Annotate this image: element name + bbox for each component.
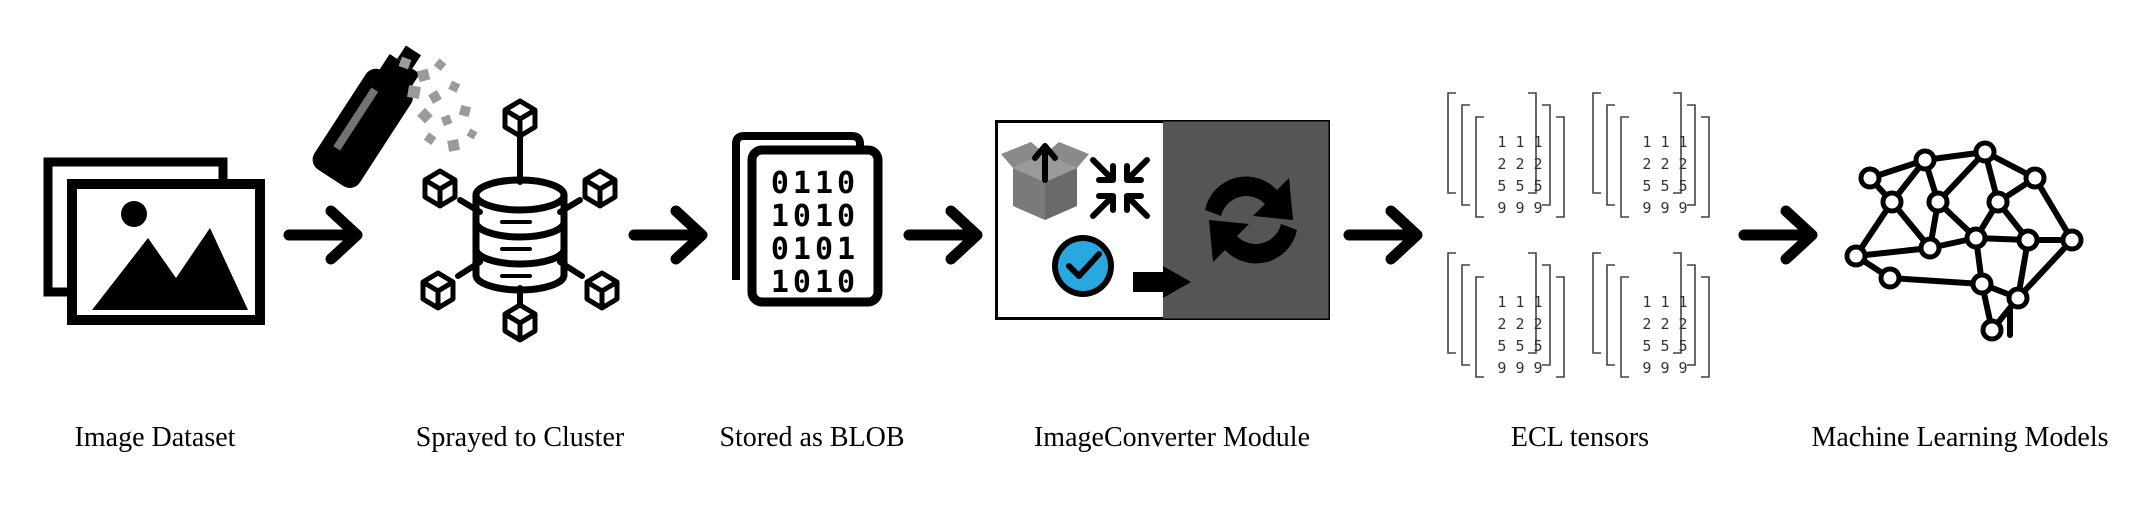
tensor-layer xyxy=(1606,264,1696,366)
tensor-layer xyxy=(1461,104,1551,206)
right-arrow-icon xyxy=(1738,205,1818,265)
tensor-layer xyxy=(1592,252,1682,354)
tensor-group: 1 1 1 2 2 2 5 5 5 9 9 9 xyxy=(1447,252,1565,378)
tensor-row: 5 5 5 xyxy=(1642,337,1687,355)
stage-label-sprayed-to-cluster: Sprayed to Cluster xyxy=(415,422,625,453)
tensor-layer xyxy=(1461,264,1551,366)
tensor-group: 1 1 1 2 2 2 5 5 5 9 9 9 xyxy=(1447,92,1565,218)
blob-row: 0101 xyxy=(771,232,859,267)
tensor-row: 1 1 1 xyxy=(1497,133,1542,151)
tensor-row: 2 2 2 xyxy=(1642,155,1687,173)
tensor-row: 1 1 1 xyxy=(1497,293,1542,311)
right-arrow-icon xyxy=(903,205,983,265)
tensor-row: 2 2 2 xyxy=(1497,315,1542,333)
tensor-row: 5 5 5 xyxy=(1497,337,1542,355)
tensor-row: 9 9 9 xyxy=(1642,199,1687,217)
tensor-layer xyxy=(1447,92,1537,194)
tensor-row: 1 1 1 xyxy=(1642,133,1687,151)
blob-row: 1010 xyxy=(771,199,859,234)
right-arrow-icon xyxy=(283,205,363,265)
stage-label-stored-as-blob: Stored as BLOB xyxy=(719,422,905,453)
tensor-group: 1 1 1 2 2 2 5 5 5 9 9 9 xyxy=(1592,252,1710,378)
tensor-row: 9 9 9 xyxy=(1497,359,1542,377)
tensor-row: 9 9 9 xyxy=(1642,359,1687,377)
binary-files-icon: 0110 1010 0101 1010 xyxy=(732,132,883,307)
tensor-row: 5 5 5 xyxy=(1642,177,1687,195)
right-arrow-icon xyxy=(628,205,708,265)
tensor-layer xyxy=(1475,116,1565,218)
image-stack-icon xyxy=(43,157,265,325)
tensor-layer xyxy=(1592,92,1682,194)
tensor-layer xyxy=(1620,276,1710,378)
tensor-row: 9 9 9 xyxy=(1497,199,1542,217)
tensor-layer xyxy=(1620,116,1710,218)
tensor-group: 1 1 1 2 2 2 5 5 5 9 9 9 xyxy=(1592,92,1710,218)
blob-row: 1010 xyxy=(771,265,859,300)
tensor-layer xyxy=(1606,104,1696,206)
tensor-row: 2 2 2 xyxy=(1497,155,1542,173)
stage-label-ecl-tensors: ECL tensors xyxy=(1510,422,1650,453)
stage-label-machine-learning-models: Machine Learning Models xyxy=(1811,422,2109,453)
neural-brain-icon xyxy=(1844,140,2084,342)
tensor-row: 2 2 2 xyxy=(1642,315,1687,333)
tensor-stack-icon: 1 1 1 2 2 2 5 5 5 9 9 9 1 1 1 2 2 2 5 5 5 9 9 9… xyxy=(1447,92,1710,378)
tensor-row: 5 5 5 xyxy=(1497,177,1542,195)
tensor-layer xyxy=(1447,252,1537,354)
right-arrow-icon xyxy=(1343,205,1423,265)
stage-label-image-dataset: Image Dataset xyxy=(74,422,236,453)
tensor-layer xyxy=(1475,276,1565,378)
tensor-row: 1 1 1 xyxy=(1642,293,1687,311)
spray-cluster-icon xyxy=(312,45,620,343)
blob-row: 0110 xyxy=(771,166,859,201)
image-converter-icon xyxy=(995,120,1330,320)
stage-label-imageconverter-module: ImageConverter Module xyxy=(1033,422,1311,453)
